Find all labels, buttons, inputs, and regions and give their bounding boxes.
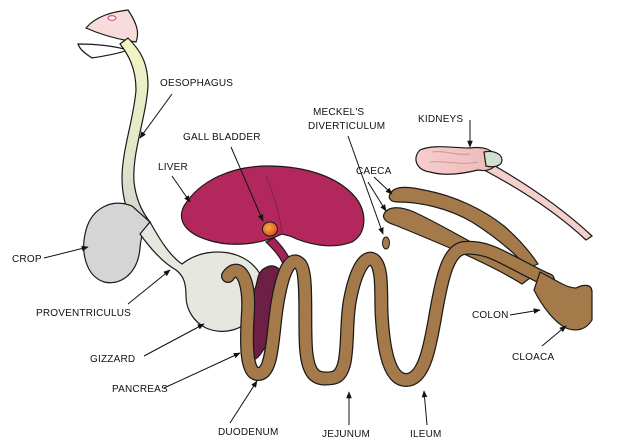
label-proventriculus: PROVENTRICULUS: [36, 308, 131, 319]
gall-bladder: [262, 221, 278, 237]
meckels-diverticulum: [382, 236, 390, 250]
label-meckels-line1: MECKEL'S: [313, 107, 364, 118]
label-colon: COLON: [472, 310, 509, 321]
label-arrows: [43, 93, 567, 426]
crop: [83, 202, 151, 284]
colon-cloaca: [533, 271, 593, 331]
label-gizzard: GIZZARD: [90, 354, 135, 365]
oesophagus: [119, 37, 151, 233]
small-intestine-fill: [222, 242, 554, 386]
kidneys: [415, 146, 593, 241]
label-caeca: CAECA: [356, 166, 392, 177]
label-liver: LIVER: [158, 162, 188, 173]
label-ileum: ILEUM: [410, 429, 442, 440]
label-gall-bladder: GALL BLADDER: [183, 132, 261, 143]
label-kidneys: KIDNEYS: [418, 114, 463, 125]
label-duodenum: DUODENUM: [218, 427, 279, 438]
label-pancreas: PANCREAS: [112, 384, 168, 395]
label-oesophagus: OESOPHAGUS: [160, 78, 233, 89]
liver: [180, 165, 365, 247]
label-cloaca: CLOACA: [512, 352, 554, 363]
beak: [77, 9, 139, 59]
label-jejunum: JEJUNUM: [322, 429, 370, 440]
label-crop: CROP: [12, 254, 42, 265]
label-meckels-line2: DIVERTICULUM: [308, 121, 385, 132]
